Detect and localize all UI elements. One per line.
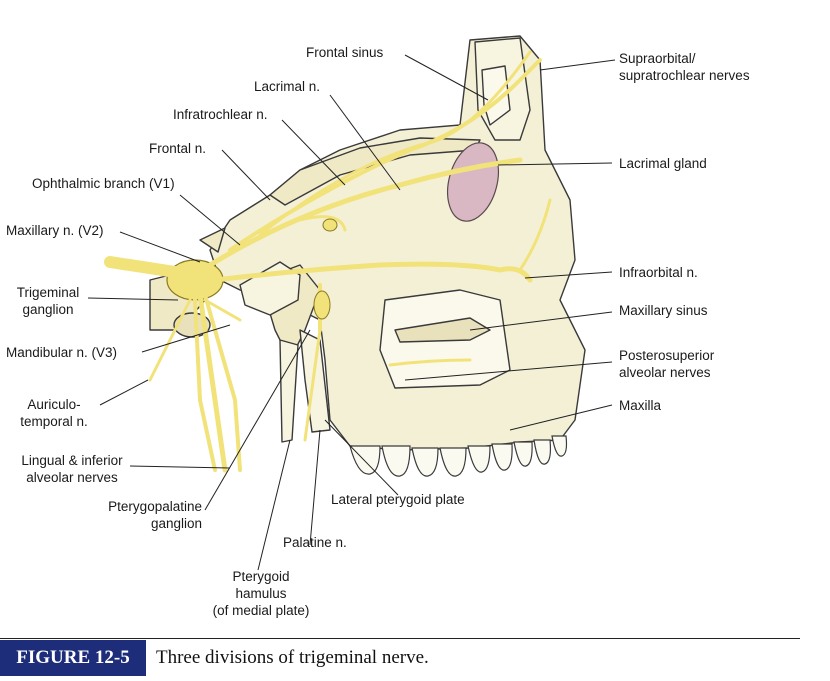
maxilla-teeth	[349, 435, 568, 477]
label-supraorbital-supratrochlear: Supraorbital/ supratrochlear nerves	[619, 50, 750, 84]
label-auriculotemporal-line2: temporal n.	[20, 414, 88, 429]
label-pterygoid-hamulus: Pterygoid hamulus (of medial plate)	[196, 568, 326, 619]
label-pterygoid-hamulus-line3: (of medial plate)	[212, 603, 310, 618]
label-trigeminal-ganglion: Trigeminal ganglion	[10, 284, 86, 318]
figure-caption-text: Three divisions of trigeminal nerve.	[156, 647, 429, 668]
figure-caption: FIGURE 12-5 Three divisions of trigemina…	[0, 638, 800, 677]
skull-bone	[149, 35, 586, 451]
figure-number-badge: FIGURE 12-5	[0, 640, 146, 676]
label-posterosuperior-alveolar: Posterosuperior alveolar nerves	[619, 347, 714, 381]
label-leader-lines	[87, 54, 616, 571]
label-frontal-sinus: Frontal sinus	[306, 45, 384, 60]
skull-illustration	[87, 35, 616, 571]
label-lacrimal-n: Lacrimal n.	[254, 79, 321, 94]
lacrimal-gland-shape	[447, 142, 499, 222]
label-maxilla: Maxilla	[619, 398, 662, 413]
label-pterygopalatine-line1: Pterygopalatine	[108, 499, 202, 514]
label-mandibular-n: Mandibular n. (V3)	[6, 345, 118, 360]
label-palatine-n: Palatine n.	[283, 535, 347, 550]
label-pterygoid-hamulus-line2: hamulus	[235, 586, 287, 601]
label-maxillary-sinus: Maxillary sinus	[619, 303, 708, 318]
label-infraorbital-n: Infraorbital n.	[619, 265, 698, 280]
label-auriculotemporal-n: Auriculo- temporal n.	[14, 396, 94, 430]
label-lingual-inferior-alveolar: Lingual & inferior alveolar nerves	[12, 452, 132, 486]
label-supraorbital-line2: supratrochlear nerves	[619, 68, 750, 83]
label-frontal-n: Frontal n.	[149, 141, 207, 156]
label-auriculotemporal-line1: Auriculo-	[27, 397, 81, 412]
label-infratrochlear-n: Infratrochlear n.	[173, 107, 268, 122]
label-posterosuperior-line2: alveolar nerves	[619, 365, 711, 380]
label-supraorbital-line1: Supraorbital/	[619, 51, 696, 66]
trigeminal-nerve-figure: Frontal sinus Lacrimal n. Infratrochlear…	[6, 35, 750, 619]
label-lingual-line2: alveolar nerves	[26, 470, 118, 485]
label-lateral-pterygoid-plate: Lateral pterygoid plate	[331, 492, 465, 507]
label-pterygoid-hamulus-line1: Pterygoid	[232, 569, 290, 584]
nerve-branches	[104, 50, 552, 473]
label-ophthalmic-branch: Ophthalmic branch (V1)	[32, 176, 175, 191]
label-posterosuperior-line1: Posterosuperior	[619, 348, 715, 363]
label-trigeminal-ganglion-line2: ganglion	[22, 302, 74, 317]
label-pterygopalatine-line2: ganglion	[150, 516, 202, 531]
label-lingual-line1: Lingual & inferior	[21, 453, 123, 468]
label-trigeminal-ganglion-line1: Trigeminal	[16, 285, 80, 300]
label-lacrimal-gland: Lacrimal gland	[619, 156, 707, 171]
label-pterygopalatine-ganglion: Pterygopalatine ganglion	[92, 498, 202, 532]
label-maxillary-n: Maxillary n. (V2)	[6, 223, 104, 238]
